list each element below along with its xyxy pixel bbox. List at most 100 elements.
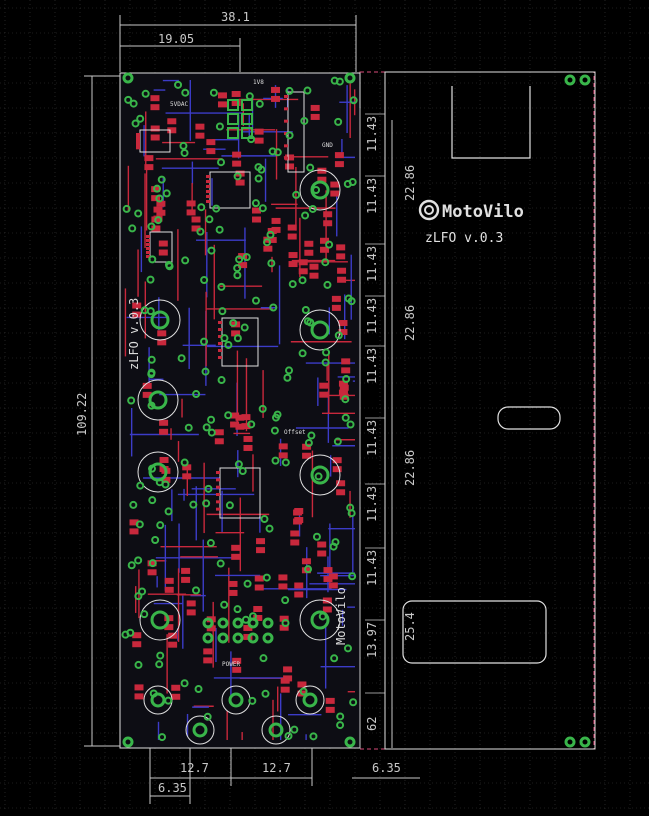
via [202,423,211,432]
smd-pad [243,435,253,442]
pot-hole [150,310,170,330]
via [268,147,277,156]
via [263,238,272,247]
smd-pad [159,457,169,464]
jack-hole [228,692,244,708]
smd-pad [151,186,161,193]
ic-pin [206,185,210,188]
via [288,280,297,289]
potentiometer [299,599,341,641]
via [312,186,321,195]
via [215,225,224,234]
potentiometer [299,454,341,496]
smd-pad [309,272,319,279]
via [124,95,133,104]
header-pin [232,617,244,629]
mounting-hole [122,72,134,84]
via [138,587,147,596]
smd-pad [232,666,242,673]
via [164,260,173,269]
ic-pin [216,493,220,496]
smd-pad [147,560,157,567]
smd-pad [243,624,253,631]
via [348,178,357,187]
via [207,415,216,424]
via [140,306,149,315]
smd-pad [235,423,245,430]
jack-outline [185,715,215,745]
smd-pad [302,452,312,459]
pot-hole [310,320,330,340]
via [336,712,345,721]
smd-pad [164,624,174,631]
smd-pad [150,104,160,111]
smd-pad [158,249,168,256]
ic-pin [146,243,150,246]
smd-pad [294,582,304,589]
via [147,368,156,377]
via [336,721,345,730]
smd-pad [330,190,340,197]
smd-pad [214,429,224,436]
dim-right-pitch: 11.43 [365,420,379,456]
smd-pad [157,330,167,337]
dim-right-pitch: 11.43 [365,550,379,586]
smd-pad [217,101,227,108]
via [207,246,216,255]
via [333,437,342,446]
via [134,660,143,669]
ic-pin [146,235,150,238]
via [155,660,164,669]
smd-pad [228,589,238,596]
smd-pad [156,209,166,216]
smd-pad [330,181,340,188]
dim-right-span: 25.4 [403,612,417,641]
ic-pin [206,200,210,203]
ic-pin [218,342,222,345]
smd-pad [336,244,346,251]
via [330,654,339,663]
via [121,630,130,639]
via [180,148,189,157]
smd-pad [302,443,312,450]
via [212,204,221,213]
via [341,413,350,422]
smd-pad [238,262,248,269]
via [216,559,225,568]
smd-pad [310,113,320,120]
via [323,280,332,289]
via [181,88,190,97]
smd-pad [297,681,307,688]
smd-pad [288,261,298,268]
smd-pad [331,295,341,302]
smd-pad [157,339,167,346]
via [334,331,343,340]
via [201,367,210,376]
smd-pad [338,380,348,387]
smd-pad [159,419,169,426]
smd-pad [150,95,160,102]
smd-pad [338,389,348,396]
dim-right-span: 22.86 [403,165,417,201]
ic-pin [216,500,220,504]
via [299,687,308,696]
via [261,689,270,698]
smd-pad [164,586,174,593]
via [258,204,267,213]
ic-pin [136,138,140,142]
smd-pad [278,583,288,590]
via [259,654,268,663]
header-pin [217,632,229,644]
via [301,305,310,314]
via [321,258,330,267]
smd-pad [279,615,289,622]
via [197,203,206,212]
smd-pad [156,200,166,207]
pot-hole [310,465,330,485]
via [206,539,215,548]
via [140,610,149,619]
smd-pad [129,528,139,535]
dim-right-pitch: 62 [365,717,379,731]
